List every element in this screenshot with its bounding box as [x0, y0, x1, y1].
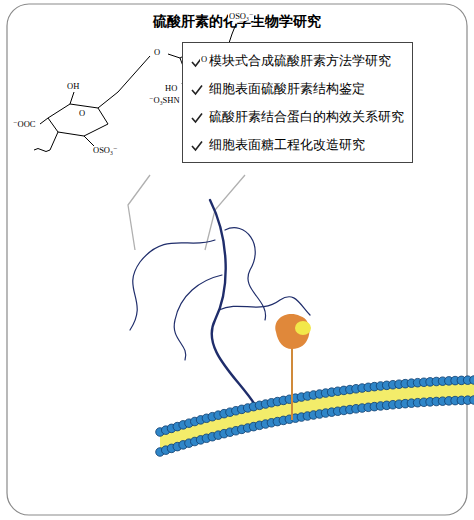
- item-text: 细胞表面硫酸肝素结构鉴定: [209, 81, 365, 98]
- item-text: 细胞表面糖工程化改造研究: [209, 137, 365, 154]
- chem-label: HO: [164, 84, 178, 93]
- check-mark: [191, 140, 203, 152]
- protein: [275, 314, 311, 420]
- chem-label: OSO₃⁻: [92, 146, 118, 155]
- frame: [7, 4, 467, 515]
- chem-label: ⁻O₃SHN: [148, 96, 181, 105]
- chem-label: ⁻OOC: [12, 120, 36, 129]
- checklist-item: 细胞表面糖工程化改造研究: [191, 137, 404, 154]
- chem-label: OSO₃⁻: [228, 12, 254, 21]
- chem-label: O: [153, 48, 161, 57]
- checklist-item: 模块式合成硫酸肝素方法学研究: [191, 53, 404, 70]
- checklist-item: 硫酸肝素结合蛋白的构效关系研究: [191, 109, 404, 126]
- checklist-box: 模块式合成硫酸肝素方法学研究细胞表面硫酸肝素结构鉴定硫酸肝素结合蛋白的构效关系研…: [182, 42, 413, 163]
- zoom-line: [128, 175, 150, 250]
- check-mark: [191, 112, 203, 124]
- check-mark: [191, 84, 203, 96]
- chem-label: OH: [66, 82, 80, 91]
- item-text: 硫酸肝素结合蛋白的构效关系研究: [209, 109, 404, 126]
- item-text: 模块式合成硫酸肝素方法学研究: [209, 53, 391, 70]
- cell-membrane: [156, 376, 474, 457]
- chem-label: O: [78, 109, 86, 118]
- glycan-chains: [130, 200, 310, 405]
- checklist-item: 细胞表面硫酸肝素结构鉴定: [191, 81, 404, 98]
- chem-label: O: [200, 55, 208, 64]
- zoom-line: [205, 175, 245, 250]
